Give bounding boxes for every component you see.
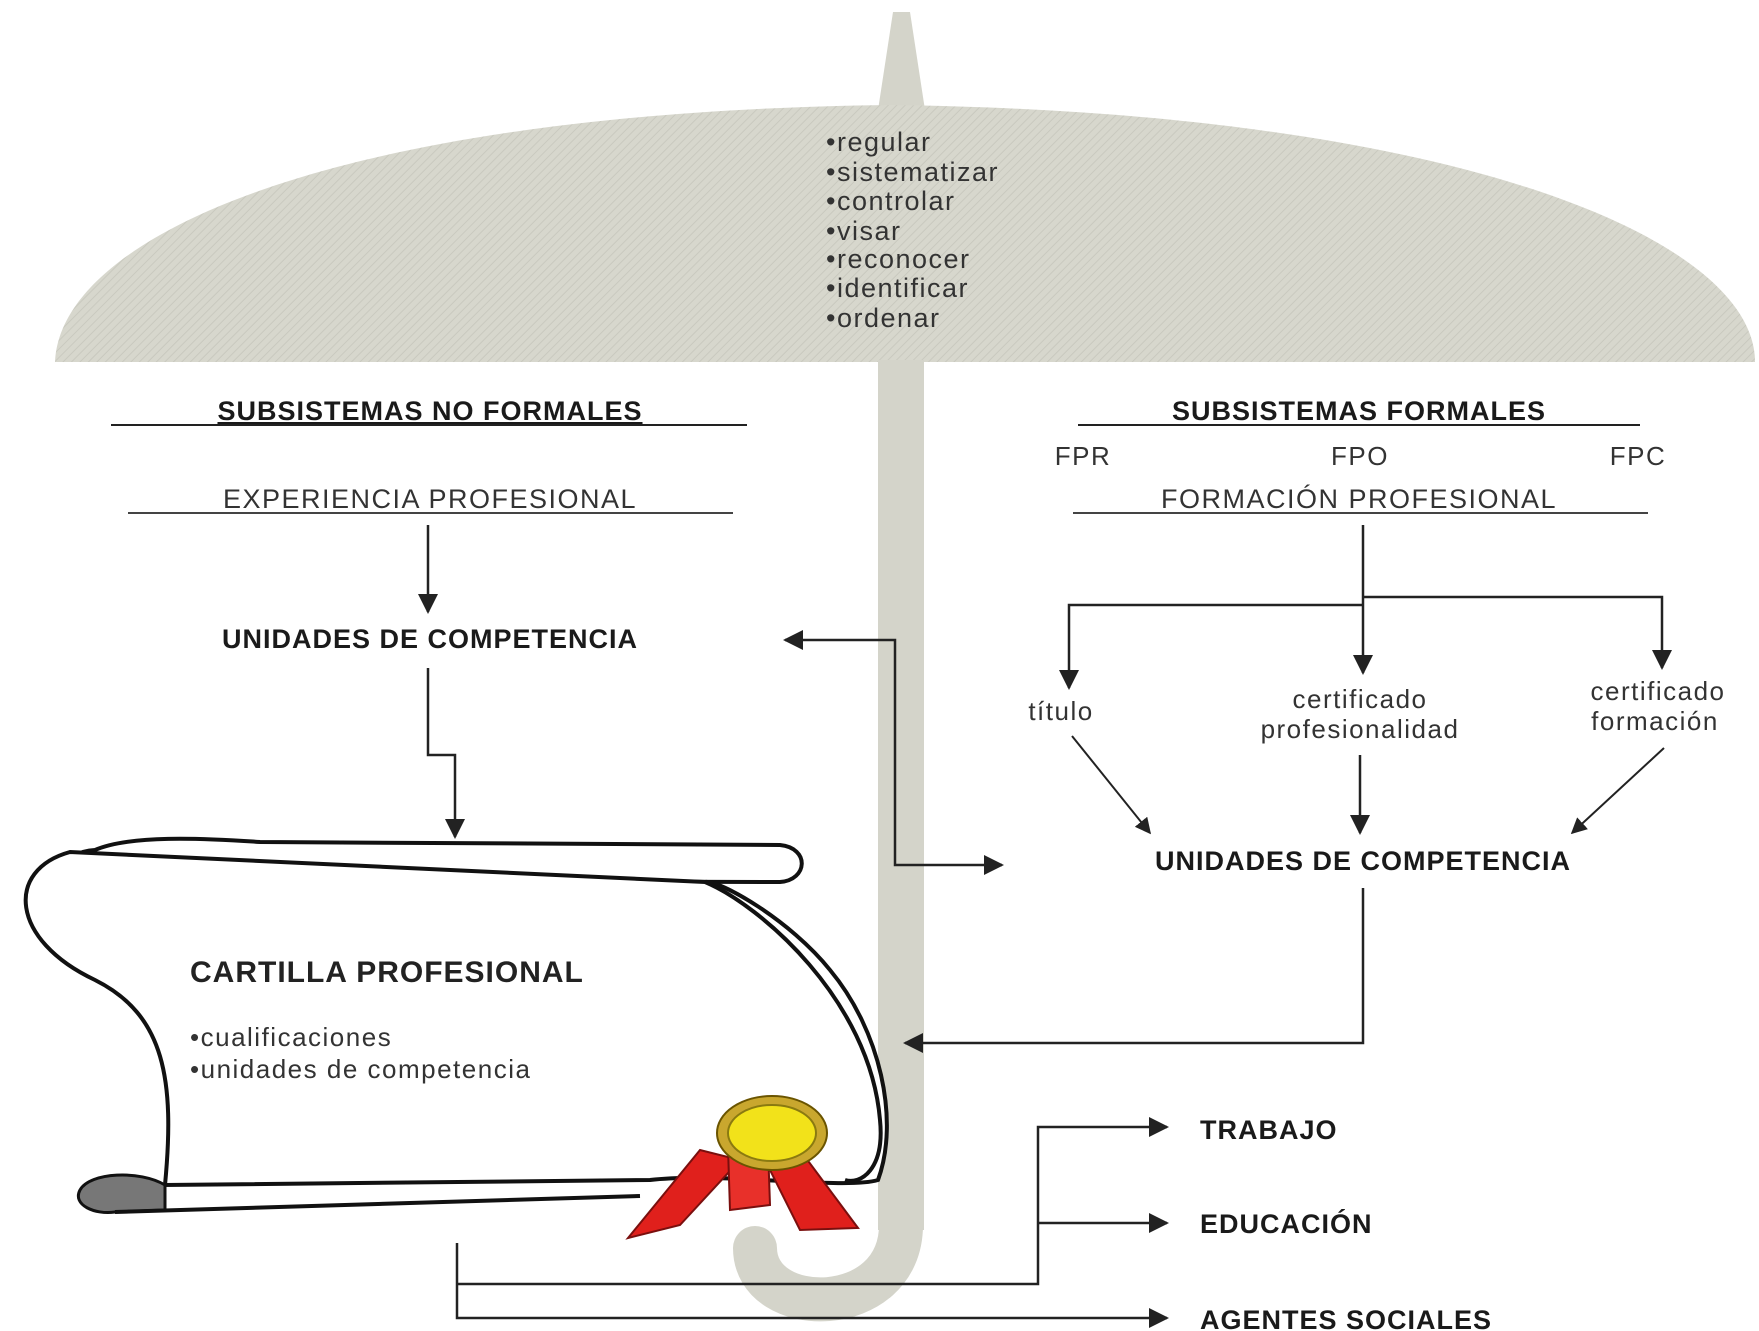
- right-heading: SUBSISTEMAS FORMALES: [1172, 396, 1546, 426]
- function-item: •regular: [826, 127, 932, 157]
- right-units: UNIDADES DE COMPETENCIA: [1155, 846, 1571, 876]
- umbrella: [55, 12, 1755, 1322]
- cartilla-title: CARTILLA PROFESIONAL: [190, 956, 584, 989]
- arrow-titulo-to-units: [1071, 735, 1152, 835]
- left-heading: SUBSISTEMAS NO FORMALES: [217, 396, 642, 426]
- tree-right: [1363, 595, 1672, 670]
- arrow-units-to-cartilla: [426, 668, 465, 839]
- type-fpo: FPO: [1331, 441, 1389, 471]
- right-branch: SUBSISTEMAS FORMALES FPR FPO FPC FORMACI…: [1028, 396, 1726, 876]
- destinations: TRABAJO EDUCACIÓN AGENTES SOCIALES: [455, 1115, 1492, 1331]
- function-item: •identificar: [826, 273, 969, 303]
- left-units: UNIDADES DE COMPETENCIA: [222, 624, 638, 654]
- cartilla-item: •cualificaciones: [190, 1022, 392, 1052]
- dest-educacion: EDUCACIÓN: [1200, 1208, 1373, 1239]
- tree-left: [1059, 603, 1363, 690]
- function-item: •ordenar: [826, 303, 941, 333]
- umbrella-handle: [733, 1203, 923, 1322]
- dest-agentes: AGENTES SOCIALES: [1200, 1305, 1492, 1331]
- scroll-bottom-curl: [76, 1173, 167, 1215]
- umbrella-canopy: [55, 105, 1755, 362]
- seal-inner: [727, 1104, 817, 1162]
- function-list: •regular •sistematizar •controlar •visar…: [826, 127, 999, 333]
- output-titulo: título: [1028, 696, 1093, 726]
- arrow-units-link: [783, 630, 1004, 875]
- ribbon-left-tail: [625, 1148, 742, 1240]
- output-cert-prof-1: certificado: [1293, 684, 1428, 714]
- scroll-bottom-edge: [114, 1194, 641, 1214]
- output-cert-form-2: formación: [1591, 706, 1719, 736]
- right-source: FORMACIÓN PROFESIONAL: [1161, 483, 1557, 514]
- function-item: •reconocer: [826, 244, 971, 274]
- cartilla-item: •unidades de competencia: [190, 1054, 531, 1084]
- umbrella-tip: [878, 12, 925, 110]
- arrow-trabajo-branch: [457, 1117, 1169, 1286]
- type-fpr: FPR: [1055, 441, 1112, 471]
- seal-ribbon: [625, 1095, 860, 1240]
- cartilla-scroll: CARTILLA PROFESIONAL •cualificaciones •u…: [23, 836, 889, 1215]
- output-cert-prof-2: profesionalidad: [1261, 714, 1460, 744]
- arrow-units-to-cartilla-right: [903, 888, 1365, 1053]
- type-fpc: FPC: [1610, 441, 1667, 471]
- function-item: •controlar: [826, 186, 956, 216]
- function-item: •sistematizar: [826, 157, 999, 187]
- left-branch: SUBSISTEMAS NO FORMALES EXPERIENCIA PROF…: [111, 396, 747, 839]
- function-item: •visar: [826, 216, 901, 246]
- scroll-right-curl: [704, 880, 883, 1183]
- left-source: EXPERIENCIA PROFESIONAL: [223, 484, 637, 514]
- arrow-certform-to-units: [1570, 747, 1665, 835]
- arrow-agentes: [455, 1243, 1169, 1328]
- output-cert-form-1: certificado: [1591, 676, 1726, 706]
- dest-trabajo: TRABAJO: [1200, 1115, 1338, 1145]
